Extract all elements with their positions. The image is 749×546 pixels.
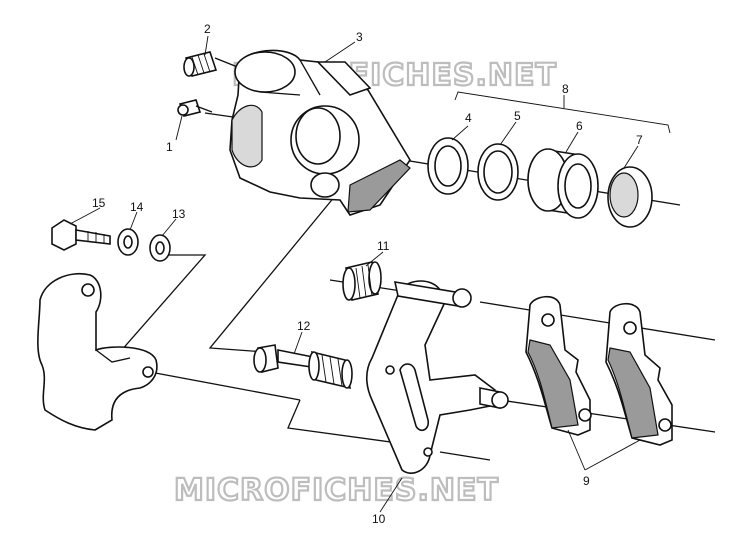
part-3-caliper-body — [229, 49, 411, 216]
callout-2: 2 — [204, 22, 211, 36]
callout-11: 11 — [377, 239, 390, 253]
callout-10: 10 — [372, 512, 386, 526]
callout-15: 15 — [92, 196, 106, 210]
part-4-square-seal — [427, 137, 469, 195]
callout-7: 7 — [636, 133, 643, 147]
leader-lines — [69, 35, 671, 513]
part-10-bracket-plate — [365, 280, 509, 474]
callout-9: 9 — [583, 474, 590, 488]
part-2-set-screw — [183, 51, 218, 77]
part-12-pin — [253, 344, 353, 390]
part-15-bolt — [51, 219, 111, 251]
part-7-cap — [607, 166, 653, 228]
callout-4: 4 — [465, 111, 472, 125]
callout-3: 3 — [356, 30, 363, 44]
part-14-washer — [117, 228, 139, 256]
callout-5: 5 — [514, 109, 521, 123]
mounting-bracket — [37, 273, 158, 431]
part-11-spring — [342, 261, 382, 301]
part-9-brake-pad-inner — [525, 295, 592, 436]
callout-8: 8 — [562, 82, 569, 96]
part-5-dust-seal — [477, 143, 519, 201]
part-9-brake-pad-outer — [605, 302, 673, 446]
callout-1: 1 — [166, 140, 173, 154]
watermark-bottom: MICROFICHES.NET — [174, 473, 499, 508]
part-6-piston — [527, 148, 599, 219]
callout-6: 6 — [576, 119, 583, 133]
callout-13: 13 — [172, 207, 186, 221]
part-1-bleed-screw — [177, 99, 213, 117]
callout-12: 12 — [297, 319, 311, 333]
part-13-washer — [149, 234, 171, 262]
callout-14: 14 — [130, 200, 144, 214]
